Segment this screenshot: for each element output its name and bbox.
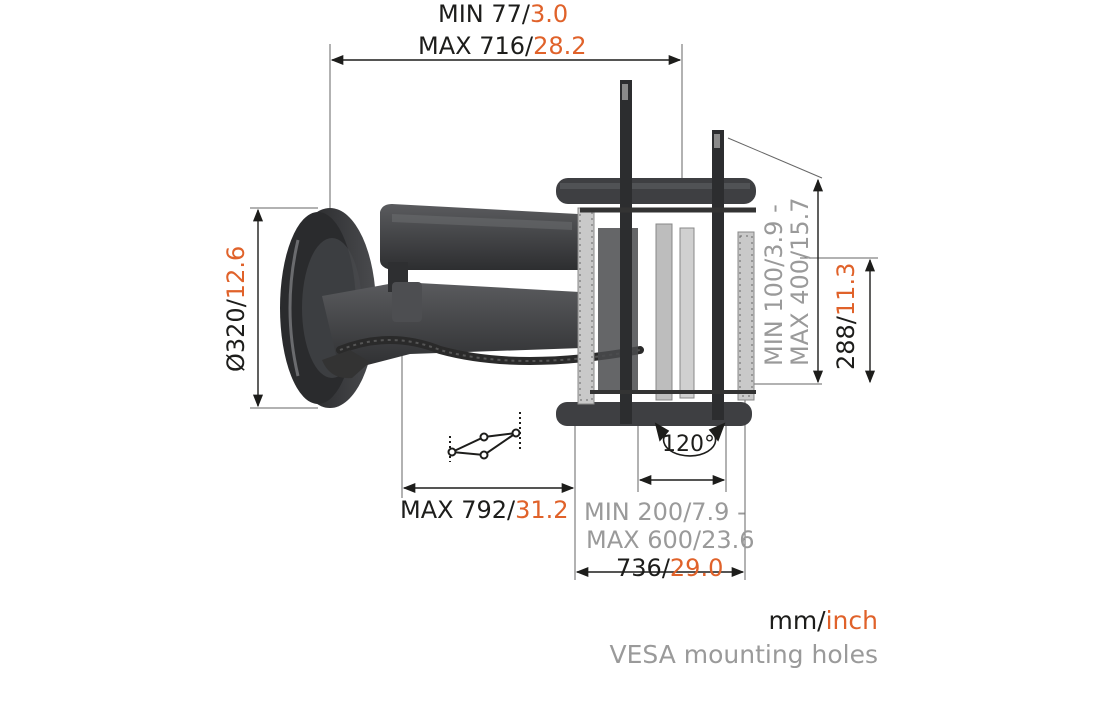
- rotation-indicator: [654, 422, 726, 457]
- vesa-h-min-inch: 7.9 -: [691, 498, 746, 526]
- width-label: 736/29.0: [616, 554, 724, 582]
- height-inch: 11.3: [832, 262, 860, 317]
- depth-min-inch: 3.0: [530, 0, 569, 28]
- vesa-h-max-mm: MAX 600: [586, 526, 694, 554]
- vesa-v-min-label: MIN 100/3.9 -: [760, 204, 788, 366]
- units-mm: mm/: [768, 606, 826, 635]
- width-mm: 736: [616, 554, 662, 582]
- height-label: 288/11.3: [832, 262, 860, 370]
- plate-diameter-mm: Ø320: [222, 307, 250, 372]
- units-legend: mm/inch: [768, 606, 878, 635]
- width-inch: 29.0: [669, 554, 724, 582]
- depth-max-inch: 28.2: [533, 32, 587, 60]
- tv-bracket: [556, 80, 756, 426]
- vesa-h-min-mm: MIN 200: [584, 498, 684, 526]
- extension-max-inch: 31.2: [515, 496, 569, 524]
- vesa-v-min-inch: 3.9 -: [760, 204, 788, 259]
- rotation-label: 120°: [662, 432, 715, 457]
- vesa-v-max-label: MAX 400/15.7: [786, 197, 814, 366]
- vesa-h-max-inch: 23.6: [701, 526, 755, 554]
- vesa-v-max-inch: 15.7: [786, 197, 814, 251]
- depth-min-mm: MIN 77: [438, 0, 522, 28]
- vesa-h-min-label: MIN 200/7.9 -: [584, 498, 746, 526]
- extension-max-label: MAX 792/31.2: [400, 496, 569, 524]
- vesa-v-max-mm: MAX 400: [786, 258, 814, 366]
- height-mm: 288: [832, 324, 860, 370]
- plate-diameter-inch: 12.6: [222, 245, 250, 300]
- dimension-arrows: [252, 54, 876, 578]
- units-inch: inch: [825, 606, 878, 635]
- plate-diameter-label: Ø320/12.6: [222, 245, 250, 372]
- depth-max-label: MAX 716/28.2: [418, 32, 587, 60]
- vesa-h-max-label: MAX 600/23.6: [586, 526, 755, 554]
- vesa-v-min-mm: MIN 100: [760, 266, 788, 366]
- arm-extension-icon: [447, 412, 521, 462]
- depth-min-label: MIN 77/3.0: [438, 0, 569, 28]
- depth-max-mm: MAX 716: [418, 32, 526, 60]
- vesa-note: VESA mounting holes: [609, 640, 878, 669]
- extension-max-mm: MAX 792: [400, 496, 508, 524]
